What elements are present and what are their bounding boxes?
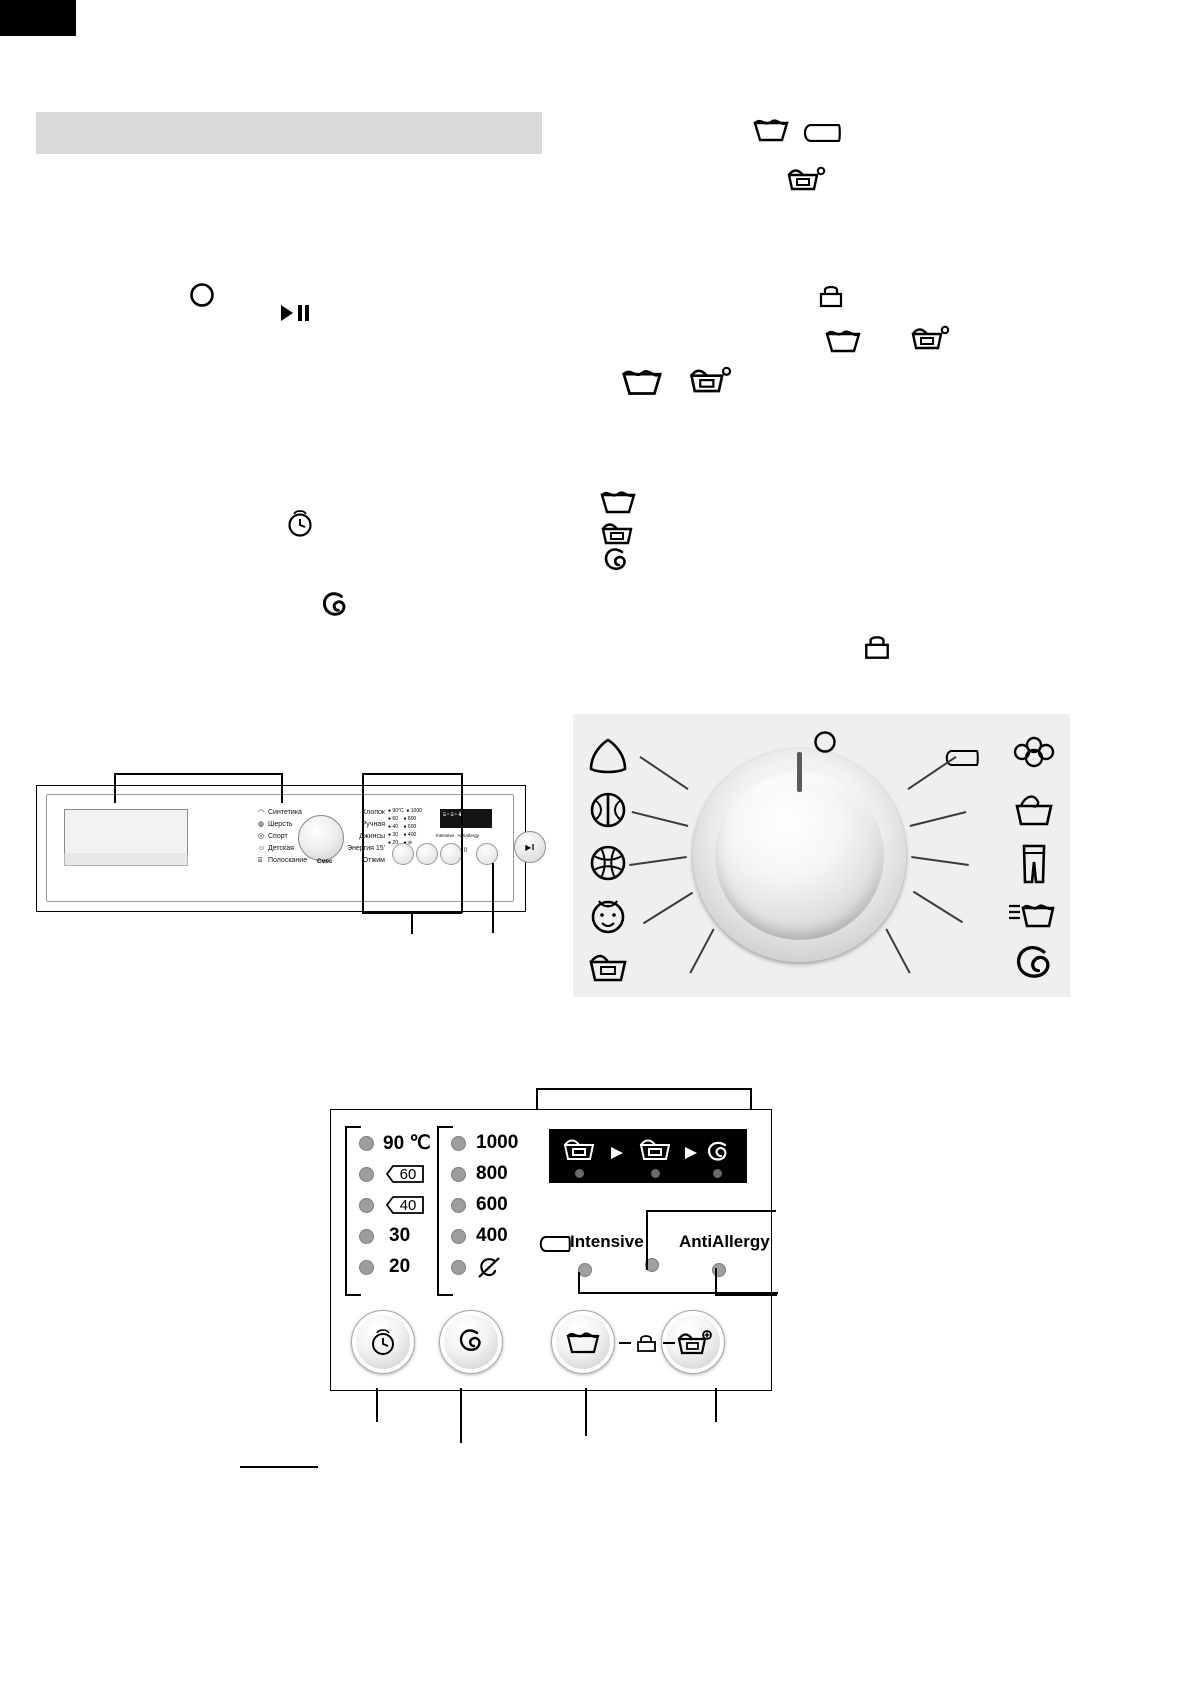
cotton-icon: [1007, 736, 1061, 776]
corner-tab: [0, 0, 76, 36]
prewash-icon: [686, 362, 732, 396]
leader-line: [585, 1388, 587, 1436]
spin-led[interactable]: [451, 1198, 466, 1213]
knob-pointer: [797, 752, 802, 792]
delay-start-button[interactable]: [392, 843, 414, 865]
wash-tub-icon: [824, 325, 862, 355]
program-knob-diagram: [573, 714, 1070, 997]
power-off-icon: [813, 730, 837, 754]
progress-display: [549, 1129, 747, 1183]
temperature-led[interactable]: [359, 1198, 374, 1213]
leader-line: [715, 1268, 717, 1296]
delay-start-icon: [285, 508, 315, 538]
temperature-button[interactable]: [440, 843, 462, 865]
intensive-led[interactable]: [578, 1263, 592, 1277]
temperature-led[interactable]: [359, 1167, 374, 1182]
child-lock-icon: ⌷: [464, 848, 468, 854]
svg-text:40: 40: [400, 1197, 417, 1214]
leader-line: [460, 1388, 462, 1443]
spin-led[interactable]: [451, 1260, 466, 1275]
leader-line: [536, 1088, 538, 1110]
mix-icon: [581, 790, 635, 830]
leader-line: [376, 1388, 378, 1422]
wash-tub-icon: [752, 114, 790, 144]
baby-icon: [581, 896, 635, 936]
temperature-label-40: 40: [379, 1194, 425, 1216]
program-selector-knob[interactable]: [298, 815, 344, 861]
spin-led[interactable]: [451, 1229, 466, 1244]
wool-icon: [581, 843, 635, 883]
prewash-icon: [784, 163, 826, 193]
rinse-icon: [1007, 898, 1061, 932]
leader-line: [281, 773, 283, 803]
section-title-bar: [36, 112, 542, 154]
hand-wash-basket-icon: [1007, 790, 1061, 830]
detergent-drawer: [64, 809, 188, 855]
panel-display: ⌸ ▸ ⌸ ▸ ◉: [440, 809, 492, 828]
intensive-tab-icon: [801, 124, 841, 142]
leader-line: [578, 1272, 580, 1294]
wash-tub-icon: [598, 487, 638, 515]
leader-line: [362, 773, 462, 775]
leader-line: [362, 773, 364, 913]
prewash-icon: [908, 322, 950, 352]
washer-control-panel-diagram: ◠Синтетика ◍Шерсть ◎Спорт ☺Детская ⌸Поло…: [36, 773, 546, 934]
option-led-mid[interactable]: [645, 1258, 659, 1272]
temperature-led[interactable]: [359, 1229, 374, 1244]
child-lock-icon: [862, 633, 892, 661]
extra-rinse-button[interactable]: [476, 843, 498, 865]
no-spin-icon: [476, 1255, 502, 1281]
leader-line: [114, 773, 116, 803]
intensive-label: Intensive: [570, 1232, 644, 1251]
spin-led[interactable]: [451, 1167, 466, 1182]
svg-text:60: 60: [400, 1166, 417, 1183]
leader-line: [536, 1088, 751, 1090]
wash-tub-icon: [620, 364, 664, 398]
leader-line: [715, 1388, 717, 1422]
start-pause-button[interactable]: ▶‖: [514, 831, 546, 863]
leader-line: [461, 773, 463, 913]
jeans-icon: [1007, 842, 1061, 886]
leader-line: [114, 773, 282, 775]
temperature-led-column: ● 90°C ● 1000 ● 60 ● 800 ● 40 ● 600 ● 30…: [388, 808, 422, 846]
prewash-icon: [581, 946, 635, 986]
spin-bracket: [437, 1126, 453, 1296]
program-list-left: ◠Синтетика ◍Шерсть ◎Спорт ☺Детская ⌸Поло…: [258, 809, 308, 864]
leader-line: [750, 1088, 752, 1110]
spin-icon: [318, 590, 352, 622]
program-list-right: Хлопок Ручная Джинсы Энергия 15' Отжим: [346, 809, 385, 864]
leader-line: [646, 1210, 648, 1270]
leader-line: [646, 1210, 776, 1212]
child-lock-icon: [817, 283, 845, 309]
power-off-icon: [189, 282, 215, 308]
leader-line: [411, 912, 413, 934]
intensive-tab-icon: [943, 750, 979, 766]
spin-button[interactable]: [416, 843, 438, 865]
footer-rule: [240, 1466, 318, 1468]
intensive-tab-icon: [537, 1236, 571, 1252]
leader-line: [578, 1292, 778, 1294]
prewash-icon: [598, 518, 638, 546]
temperature-led[interactable]: [359, 1260, 374, 1275]
spin-icon: [600, 546, 632, 576]
spin-led[interactable]: [451, 1136, 466, 1151]
spin-button[interactable]: [439, 1310, 503, 1374]
spin-icon: [1007, 942, 1061, 986]
temperature-label-60: 60: [379, 1163, 425, 1185]
temperature-led[interactable]: [359, 1136, 374, 1151]
delay-start-button[interactable]: [351, 1310, 415, 1374]
panel-options-text: Intensive AntiAllergy: [436, 833, 480, 838]
antiallergy-label: AntiAllergy: [679, 1232, 770, 1251]
console-enlarged-diagram: 90 ℃ 60 40 30 20 1000: [330, 1109, 772, 1391]
leader-line: [715, 1294, 777, 1296]
start-pause-icon: [279, 303, 311, 323]
temperature-button[interactable]: [551, 1310, 615, 1374]
program-knob-label: Смес: [317, 859, 333, 865]
child-lock-icon: [619, 1332, 677, 1354]
temperature-bracket: [345, 1126, 361, 1296]
leader-line: [492, 863, 494, 933]
delicates-icon: [581, 736, 635, 776]
